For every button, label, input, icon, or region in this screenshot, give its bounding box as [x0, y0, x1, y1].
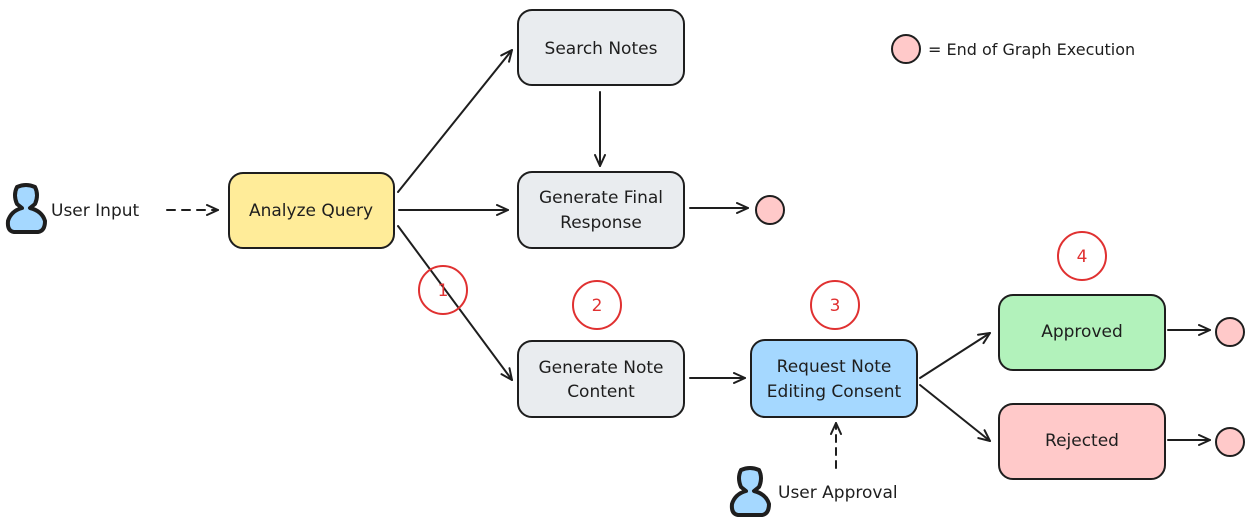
node-search-notes[interactable]: Search Notes [517, 9, 685, 86]
end-circle-icon [1215, 317, 1245, 347]
user-input-label: User Input [51, 201, 140, 221]
node-label: Search Notes [545, 39, 658, 59]
node-request-note-editing-consent[interactable]: Request Note Editing Consent [750, 339, 918, 418]
node-label: Rejected [1045, 431, 1119, 451]
node-generate-note-content[interactable]: Generate Note Content [517, 340, 685, 418]
edges [166, 49, 1211, 469]
edge-analyze-to-note [397, 225, 513, 381]
end-circle-icon [755, 195, 785, 225]
user-approval-label: User Approval [778, 483, 898, 503]
person-icon [5, 183, 47, 234]
badge-4: 4 [1057, 231, 1107, 281]
node-label-line2: Editing Consent [767, 382, 902, 402]
end-circle-icon [1215, 427, 1245, 457]
edge-consent-to-approved [919, 332, 991, 379]
edge-analyze-to-search [397, 49, 513, 193]
node-label-line1: Generate Note [538, 358, 663, 378]
badge-label: 2 [592, 296, 603, 316]
node-rejected[interactable]: Rejected [998, 403, 1166, 480]
end-circle-icon [891, 34, 921, 64]
edge-consent-to-rejected [919, 384, 991, 442]
user-approval: User Approval [729, 466, 898, 517]
badge-label: 1 [438, 281, 449, 301]
person-icon [729, 466, 771, 517]
badge-label: 3 [830, 296, 841, 316]
node-label-line2: Content [567, 382, 635, 402]
badge-3: 3 [810, 280, 860, 330]
node-analyze-query[interactable]: Analyze Query [228, 172, 395, 249]
node-approved[interactable]: Approved [998, 294, 1166, 371]
legend: = End of Graph Execution [891, 34, 1135, 64]
node-label: Analyze Query [249, 201, 373, 221]
badge-1: 1 [418, 265, 468, 315]
legend-label: = End of Graph Execution [928, 40, 1135, 59]
badge-label: 4 [1077, 247, 1088, 267]
node-label: Approved [1041, 322, 1123, 342]
node-label-line1: Request Note [777, 357, 892, 377]
badge-2: 2 [572, 280, 622, 330]
user-input: User Input [5, 183, 140, 234]
node-generate-final-response[interactable]: Generate Final Response [517, 171, 685, 249]
node-label-line2: Response [560, 213, 642, 233]
node-label-line1: Generate Final [539, 188, 663, 208]
